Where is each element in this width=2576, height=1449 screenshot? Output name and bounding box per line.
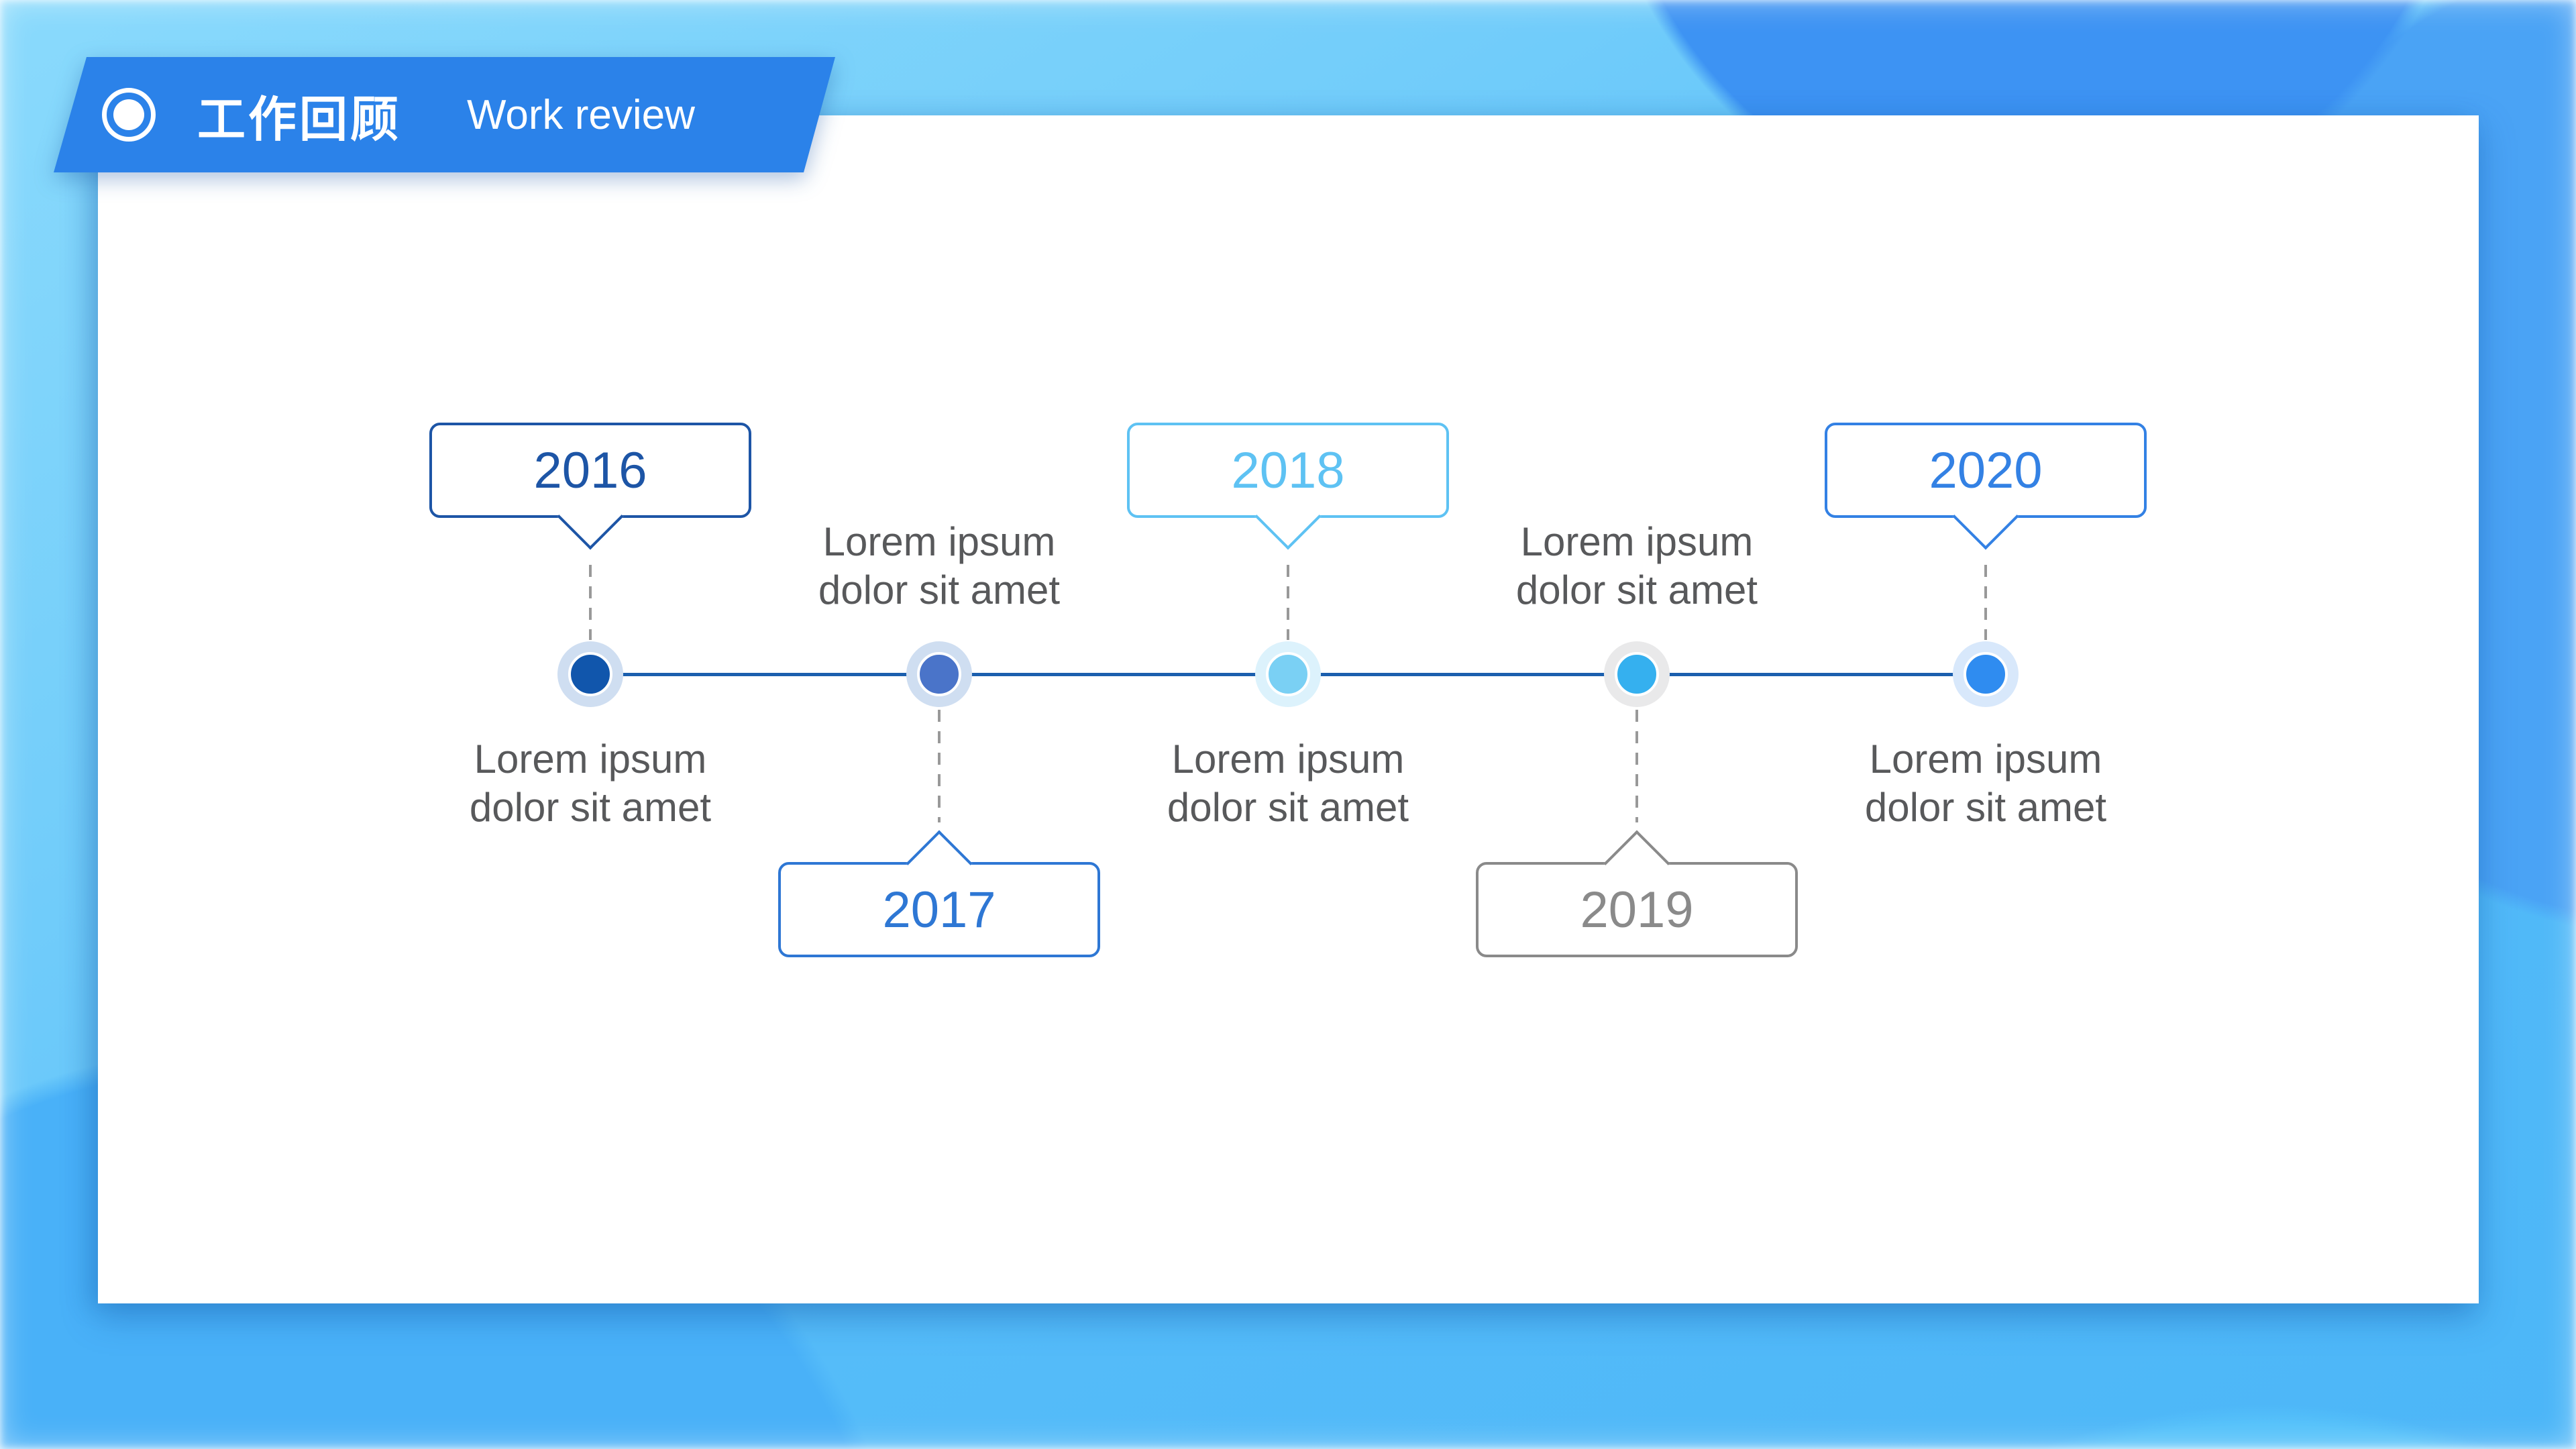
content-panel (98, 115, 2479, 1303)
caption-line: dolor sit amet (818, 568, 1061, 612)
timeline-dot-core (1964, 652, 2008, 696)
timeline-dot (557, 641, 623, 707)
caption-line: dolor sit amet (1864, 785, 2107, 830)
year-tag-2020: 2020 (1825, 423, 2147, 550)
year-tag-2017: 2017 (778, 830, 1100, 957)
timeline-dot-core (1615, 652, 1659, 696)
slide-title-zh: 工作回顾 (197, 93, 402, 147)
timeline-caption: Lorem ipsum dolor sit amet (1100, 735, 1476, 832)
timeline-caption: Lorem ipsum dolor sit amet (402, 735, 778, 832)
target-circle-icon-core (113, 99, 144, 130)
year-tag-2016: 2016 (429, 423, 751, 550)
timeline-caption: Lorem ipsum dolor sit amet (1798, 735, 2174, 832)
timeline-dot (1255, 641, 1321, 707)
caption-line: Lorem ipsum (1869, 737, 2102, 782)
timeline-dot (1953, 641, 2019, 707)
header-banner-shape: 工作回顾 Work review (54, 57, 835, 172)
dashed-connector (938, 710, 941, 822)
timeline-dot-core (1266, 652, 1310, 696)
timeline-dot (906, 641, 972, 707)
caption-line: dolor sit amet (469, 785, 712, 830)
slide-title-en: Work review (467, 91, 695, 138)
caption-line: dolor sit amet (1515, 568, 1758, 612)
caption-line: Lorem ipsum (1520, 519, 1754, 564)
timeline-caption: Lorem ipsum dolor sit amet (751, 518, 1127, 614)
timeline-dot-core (568, 652, 612, 696)
caption-line: Lorem ipsum (822, 519, 1056, 564)
year-tag-2019: 2019 (1476, 830, 1798, 957)
dashed-connector (1984, 565, 1987, 640)
caption-line: Lorem ipsum (1171, 737, 1405, 782)
timeline-caption: Lorem ipsum dolor sit amet (1449, 518, 1825, 614)
header-banner: 工作回顾 Work review (54, 57, 835, 172)
dashed-connector (1287, 565, 1289, 640)
timeline-dot-core (917, 652, 961, 696)
target-circle-icon (102, 88, 156, 142)
caption-line: Lorem ipsum (474, 737, 707, 782)
dashed-connector (1635, 710, 1638, 822)
caption-line: dolor sit amet (1167, 785, 1409, 830)
timeline-dot (1604, 641, 1670, 707)
year-tag-2018: 2018 (1127, 423, 1449, 550)
dashed-connector (589, 565, 592, 640)
